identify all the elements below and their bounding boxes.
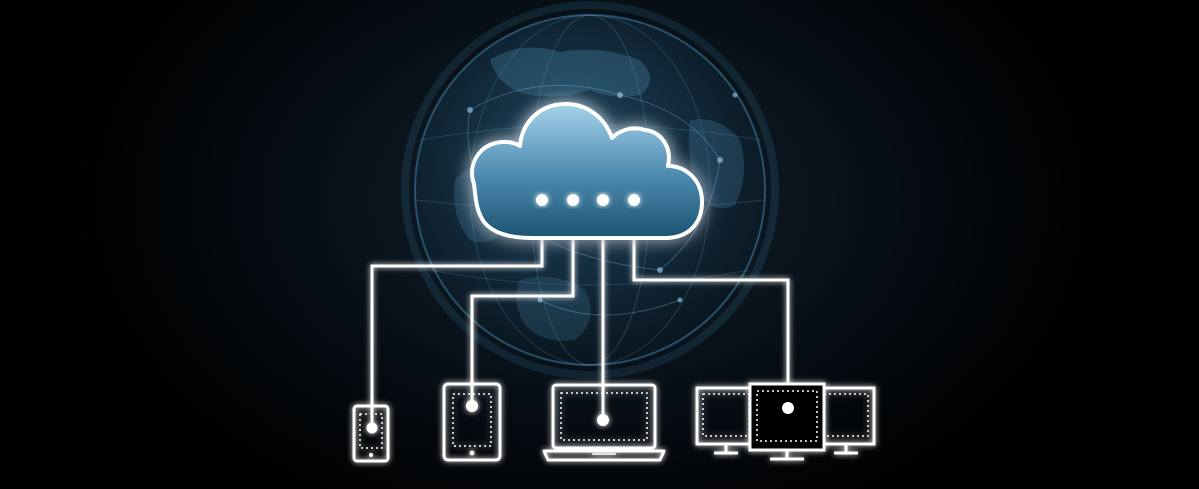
desktop-monitor-left [695, 386, 757, 455]
cloud-port-1 [536, 194, 548, 206]
cloud-icon [470, 102, 704, 240]
desktop-monitor-center [748, 382, 826, 461]
tablet-icon [442, 382, 502, 462]
desktop-monitor-right [816, 386, 876, 455]
laptop-icon [542, 383, 666, 462]
cloud-port-3 [597, 194, 609, 206]
cloud-port-4 [628, 194, 640, 206]
cloud-port-2 [567, 194, 579, 206]
smartphone-icon [352, 404, 390, 463]
line-to-tablet [470, 200, 575, 406]
cloud-ports [536, 194, 640, 206]
desktop-monitor-icon [695, 382, 876, 461]
